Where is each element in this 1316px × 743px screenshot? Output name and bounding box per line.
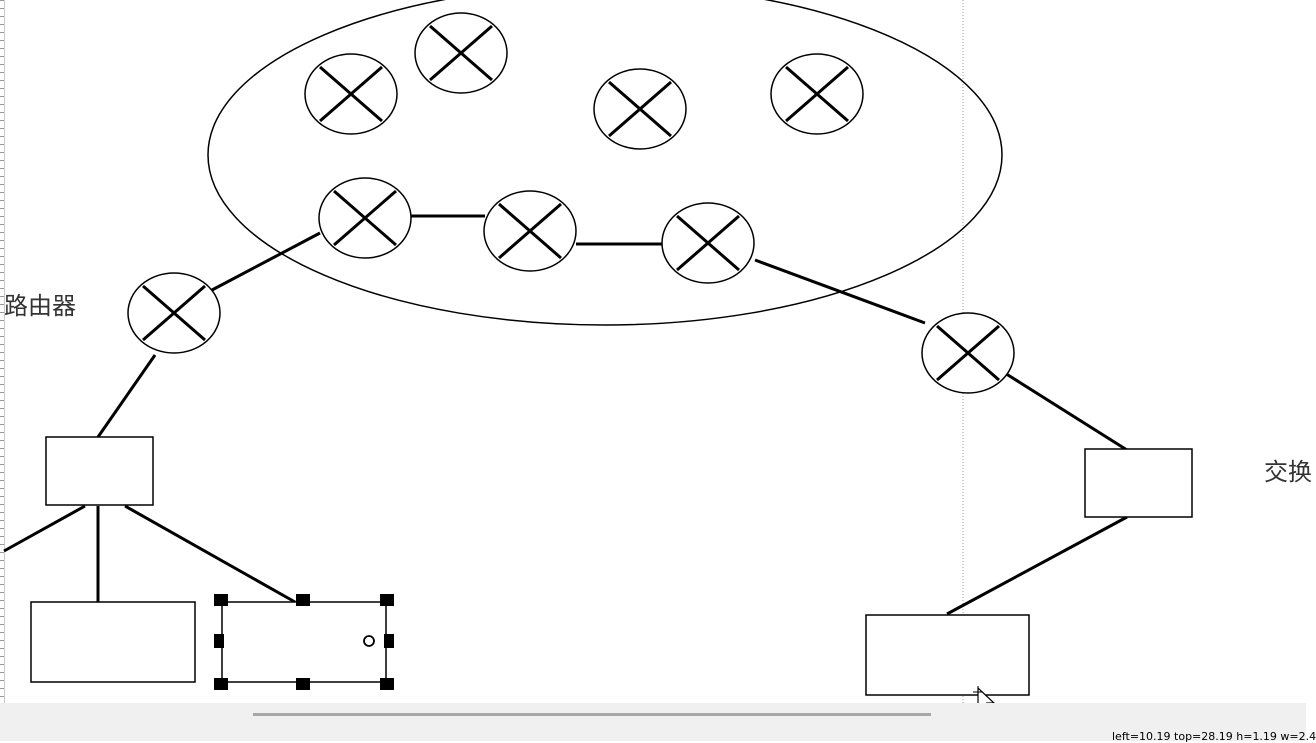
router-icon[interactable] (483, 190, 577, 272)
connection-line (999, 368, 1128, 452)
router-icon[interactable] (770, 53, 864, 135)
connection-point-icon[interactable] (363, 635, 375, 647)
connection-line (754, 258, 926, 325)
router-icon[interactable] (414, 12, 508, 94)
switch-label: 交换 (1264, 458, 1312, 486)
switch-box[interactable] (45, 436, 154, 506)
router-icon[interactable] (593, 68, 687, 150)
router-icon[interactable] (921, 312, 1015, 394)
status-coordinates-text: left=10.19 top=28.19 h=1.19 w=2.4 (1112, 730, 1316, 743)
connection-line (946, 515, 1128, 616)
network-cloud-ellipse[interactable] (207, 0, 1003, 326)
router-icon[interactable] (304, 53, 398, 135)
router-label: 路由器 (4, 292, 76, 320)
host-box[interactable] (30, 601, 196, 683)
connection-line (124, 504, 296, 604)
router-icon[interactable] (127, 272, 221, 354)
connection-line (211, 231, 321, 292)
connections (3, 214, 1128, 616)
connection-line (96, 354, 157, 438)
router-icon[interactable] (318, 177, 412, 259)
host-box[interactable] (865, 614, 1030, 696)
switch-box[interactable] (1084, 448, 1193, 518)
horizontal-scrollbar[interactable] (253, 713, 931, 716)
selection-handles[interactable] (214, 594, 394, 690)
status-bar: left=10.19 top=28.19 h=1.19 w=2.4 (0, 703, 1316, 743)
selected-host-box[interactable] (214, 594, 394, 690)
router-icon[interactable] (661, 202, 755, 284)
connection-line (3, 504, 86, 553)
vertical-ruler (0, 0, 5, 703)
